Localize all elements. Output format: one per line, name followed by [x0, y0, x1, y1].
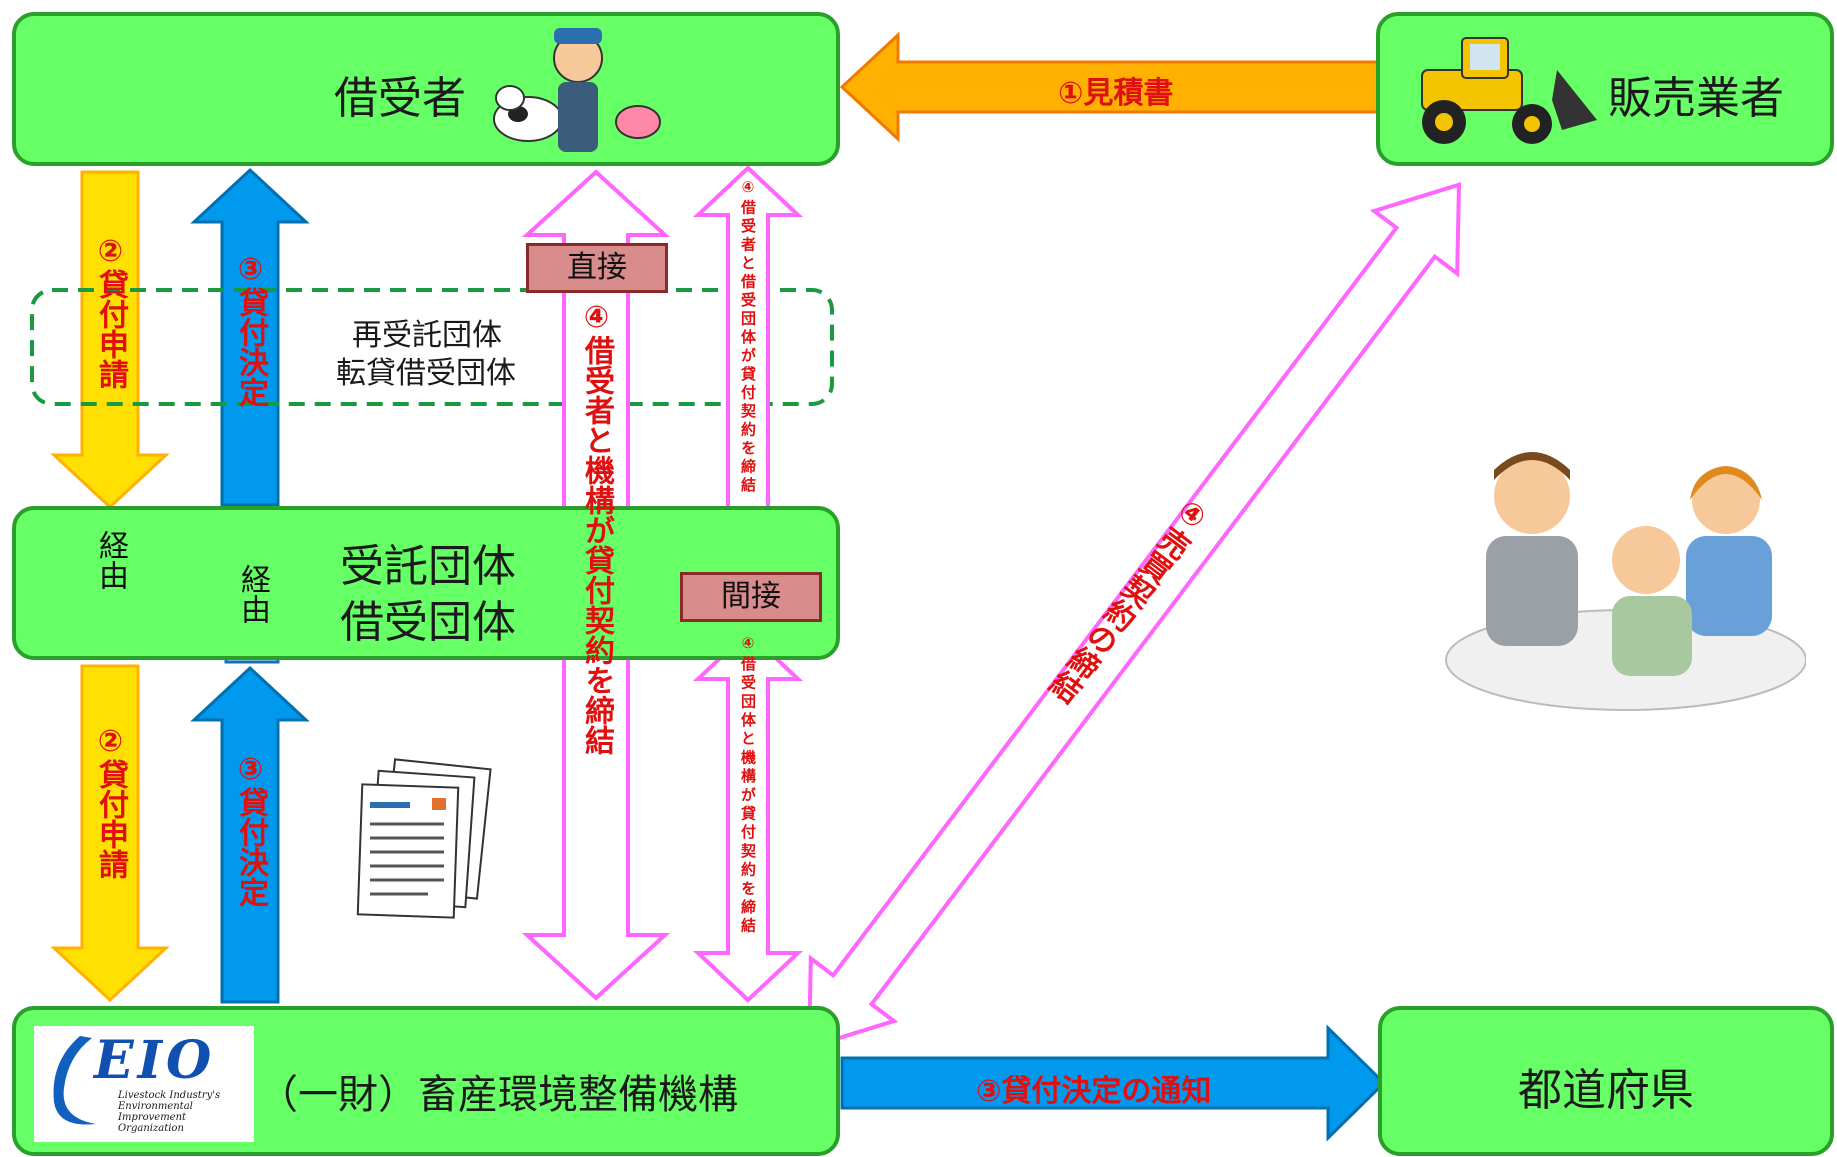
sub-trustee-dashed-frame [30, 288, 834, 406]
loan-decision-label-upper: ③貸付決定 [233, 252, 268, 407]
loan-application-label-upper: ②貸付申請 [93, 234, 128, 389]
eio-logo-line-3: Improvement [118, 1112, 187, 1123]
sales-contract-arrow [806, 182, 1462, 1050]
quote-arrow [839, 31, 1380, 143]
loan-decision-arrow-upper [190, 167, 310, 507]
eio-logo-text: EIO [94, 1030, 216, 1091]
via-label-left: 経由 [93, 530, 128, 590]
eio-logo-line-2: Environmental [118, 1101, 193, 1112]
eio-logo-mark-icon [53, 1036, 96, 1125]
indirect-tag: 間接 [680, 572, 822, 622]
loan-decision-label-lower: ③貸付決定 [233, 752, 268, 907]
eio-label: （一財）畜産環境整備機構 [258, 1072, 738, 1118]
sub-trustee-label-1: 再受託団体 [352, 318, 502, 353]
meeting-people-icon [1445, 452, 1806, 711]
trustee-label-2: 借受団体 [340, 597, 516, 648]
notice-label: ③貸付決定の通知 [976, 1074, 1212, 1109]
prefecture-label: 都道府県 [1518, 1065, 1694, 1116]
borrower-label: 借受者 [334, 73, 466, 124]
sub-trustee-label-2: 転貸借受団体 [336, 356, 516, 391]
loan-application-label-lower: ②貸付申請 [93, 724, 128, 879]
direct-contract-label: ④借受者と機構が貸付契約を締結 [579, 300, 614, 755]
borrower-box [12, 12, 840, 166]
prefecture-box [1378, 1006, 1834, 1156]
direct-tag: 直接 [526, 243, 668, 293]
loan-application-arrow-lower [50, 664, 170, 1003]
eio-logo-line-1: Livestock Industry's [118, 1090, 221, 1101]
eio-logo: EIO Livestock Industry's Environmental I… [34, 1026, 254, 1142]
quote-label: ①見積書 [1058, 76, 1174, 111]
indirect-contract-label-upper: ④借受者と借受団体が貸付契約を締結 [739, 178, 757, 496]
loan-application-arrow-upper [50, 170, 170, 510]
via-label-right: 経由 [235, 564, 270, 624]
indirect-contract-arrow-lower [692, 629, 804, 1003]
indirect-contract-label-lower: ④借受団体と機構が貸付契約を締結 [739, 634, 757, 937]
eio-logo-line-4: Organization [118, 1123, 184, 1134]
seller-label: 販売業者 [1608, 73, 1784, 124]
trustee-label-1: 受託団体 [340, 541, 516, 592]
farmer-icon [493, 28, 661, 152]
notice-arrow [840, 1024, 1387, 1142]
documents-icon [356, 758, 492, 919]
wheel-loader-icon [1421, 37, 1597, 144]
loan-decision-arrow-lower [190, 665, 310, 1004]
